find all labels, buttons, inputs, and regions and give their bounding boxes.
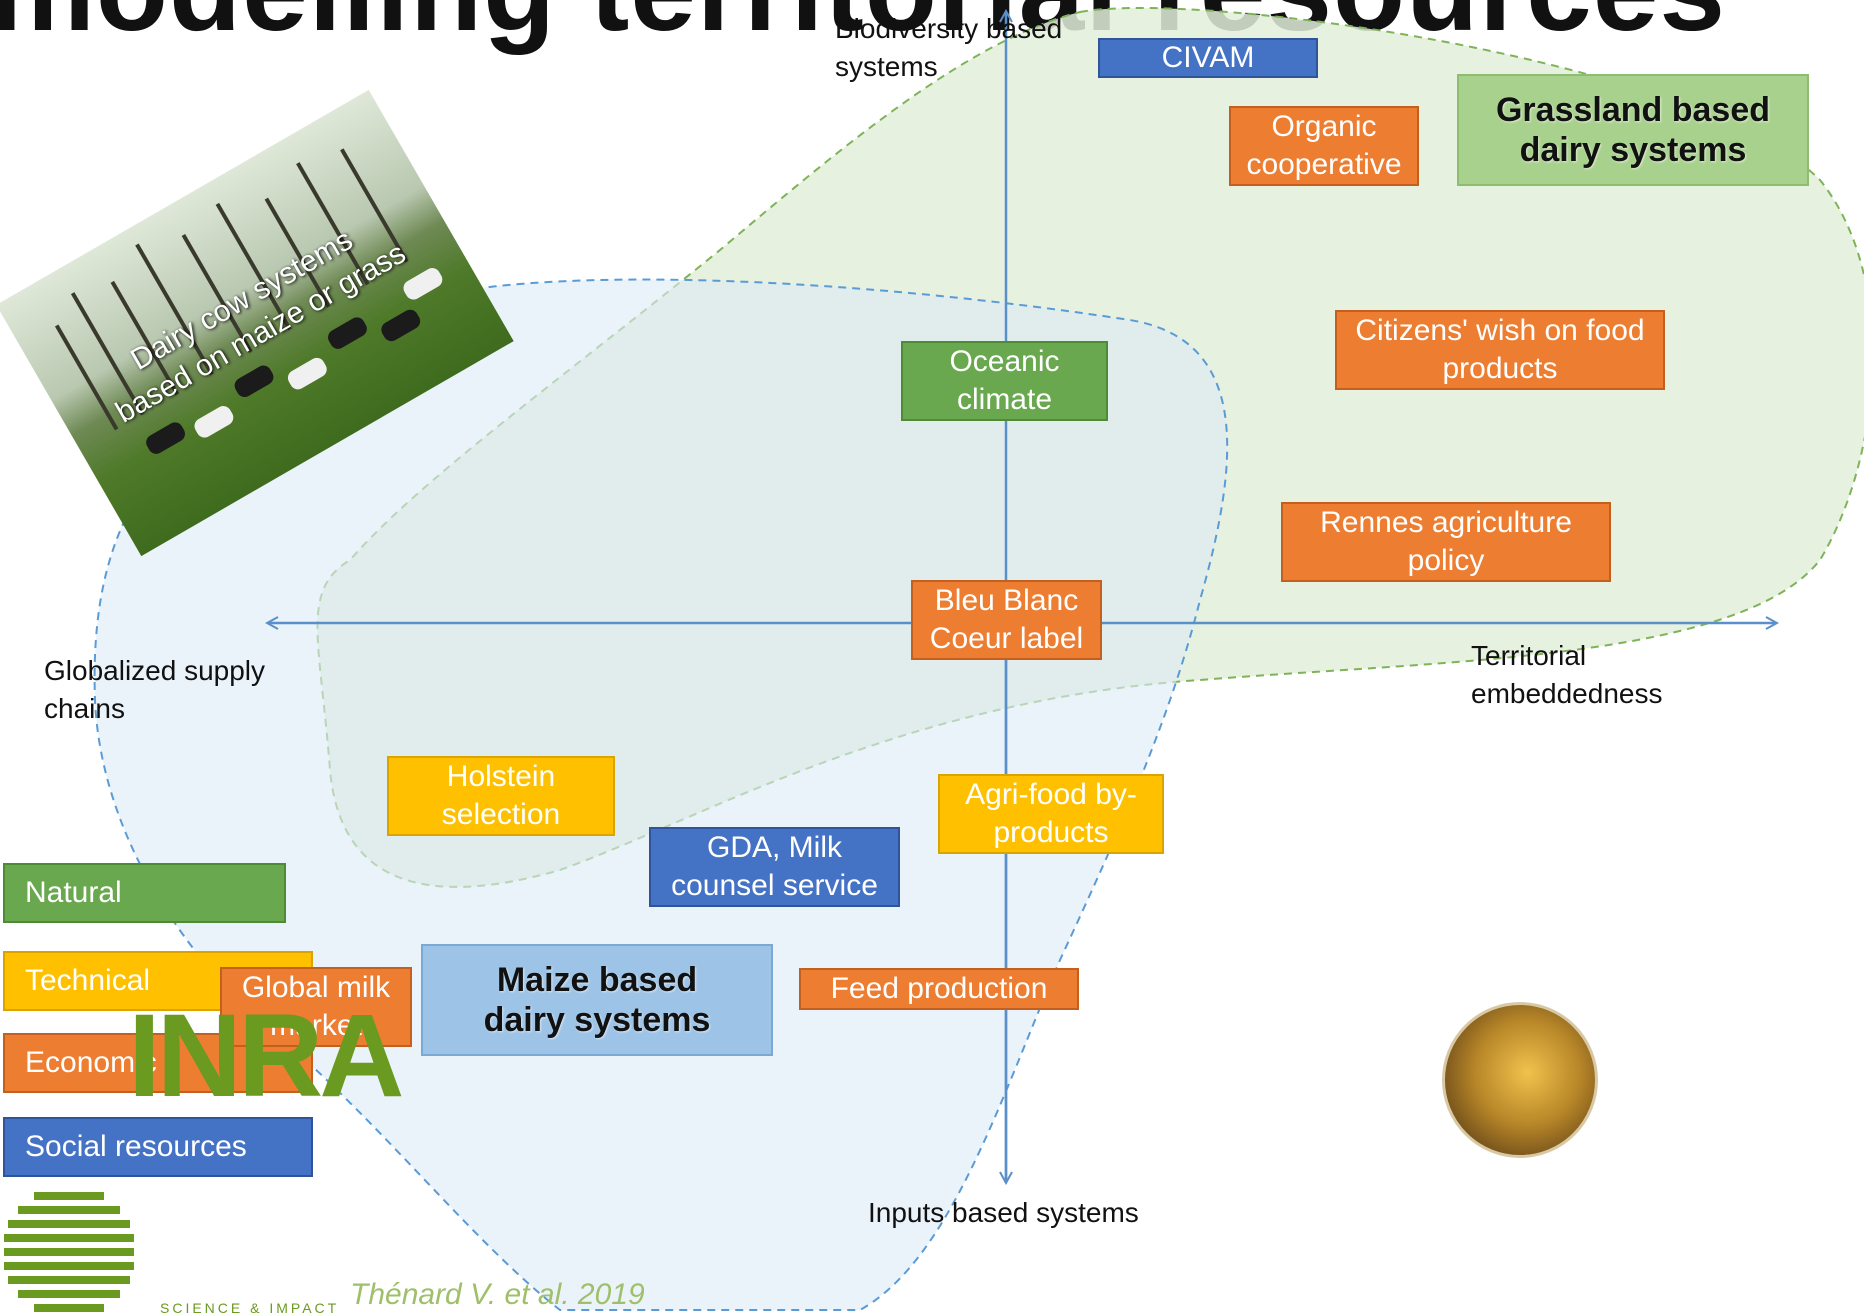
gda-milk-counsel-box: GDA, Milk counsel service [649,827,900,907]
rennes-policy-label: Rennes agriculture policy [1320,504,1572,580]
rennes-policy-box: Rennes agriculture policy [1281,502,1611,582]
oceanic-climate-box: Oceanic climate [901,341,1108,421]
gda-milk-counsel-label: GDA, Milk counsel service [671,829,878,905]
inra-logo-subtitle: SCIENCE & IMPACT [160,1300,339,1316]
feed-production-label: Feed production [831,970,1048,1008]
civam-label: CIVAM [1162,39,1255,77]
maize-system-label: Maize based dairy systems [484,960,711,1040]
axis-label-top: Biodiversity based systems [835,10,1062,86]
legend-social: Social resources [3,1117,313,1177]
bleu-blanc-coeur-box: Bleu Blanc Coeur label [911,580,1102,660]
holstein-selection-box: Holstein selection [387,756,615,836]
holstein-selection-label: Holstein selection [442,758,560,834]
legend-natural-label: Natural [25,876,122,910]
citizens-wish-label: Citizens' wish on food products [1355,312,1644,388]
feed-production-box: Feed production [799,968,1079,1010]
civam-box: CIVAM [1098,38,1318,78]
legend-social-label: Social resources [25,1130,247,1164]
citizens-wish-box: Citizens' wish on food products [1335,310,1665,390]
legend-natural: Natural [3,863,286,923]
citation: Thénard V. et al. 2019 [350,1278,645,1312]
agrifood-byproducts-box: Agri-food by- products [938,774,1164,854]
organic-cooperative-label: Organic cooperative [1246,108,1401,184]
axis-label-bottom: Inputs based systems [868,1194,1139,1232]
grassland-system-box: Grassland based dairy systems [1457,74,1809,186]
inra-logo-text: INRA [128,988,400,1124]
organic-cooperative-box: Organic cooperative [1229,106,1419,186]
eaap-seal-icon [1442,1002,1598,1158]
axis-label-left: Globalized supply chains [44,652,265,728]
oceanic-climate-label: Oceanic climate [949,343,1059,419]
inra-logo-icon [4,1188,134,1312]
agrifood-byproducts-label: Agri-food by- products [965,776,1137,852]
maize-system-box: Maize based dairy systems [421,944,773,1056]
bleu-blanc-coeur-label: Bleu Blanc Coeur label [930,582,1083,658]
grassland-system-label: Grassland based dairy systems [1496,90,1770,170]
axis-label-right: Territorial embeddedness [1471,637,1662,713]
